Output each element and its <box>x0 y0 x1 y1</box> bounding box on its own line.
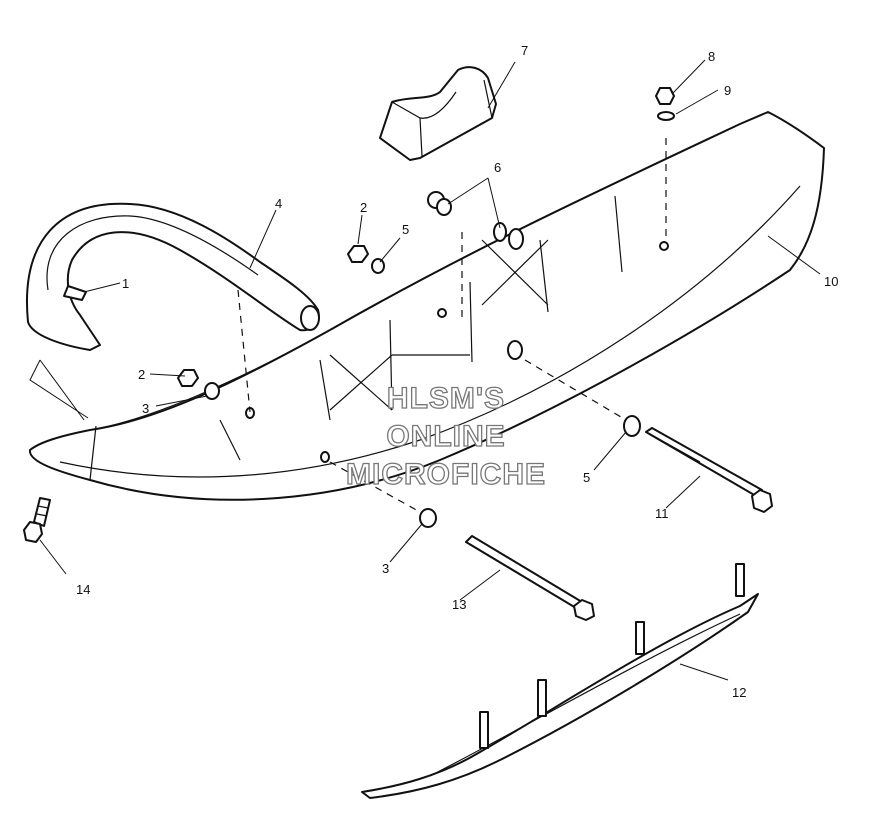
callout-10: 10 <box>824 274 838 289</box>
bushing-left <box>427 191 452 216</box>
axis-line-bolt-11 <box>524 359 627 421</box>
callout-8: 8 <box>708 49 715 64</box>
leader-lines <box>29 59 821 681</box>
watermark-line-3: MICROFICHE <box>346 458 546 491</box>
callout-5-upper: 5 <box>402 222 409 237</box>
callout-1: 1 <box>122 276 129 291</box>
nut-2-upper <box>347 245 369 263</box>
washer-3-upper <box>204 382 220 400</box>
ski-body <box>29 111 825 501</box>
bumper-block <box>379 66 497 161</box>
ski-handle <box>26 202 320 351</box>
watermark: HLSM'S ONLINE MICROFICHE <box>345 381 546 491</box>
bolt-14 <box>23 497 51 543</box>
callout-5-lower: 5 <box>583 470 590 485</box>
nut-2-lower <box>177 369 199 387</box>
callout-3-lower: 3 <box>382 561 389 576</box>
callout-labels: 1 2 5 4 2 3 6 7 8 9 10 5 11 3 13 12 14 <box>76 43 838 700</box>
bushing-right <box>493 222 524 250</box>
watermark-line-1: HLSM'S <box>387 382 505 415</box>
callout-9: 9 <box>724 83 731 98</box>
watermark-line-2: ONLINE <box>386 420 505 453</box>
callout-12: 12 <box>732 685 746 700</box>
callout-3-upper: 3 <box>142 401 149 416</box>
callout-7: 7 <box>521 43 528 58</box>
washer-3-lower <box>419 508 437 528</box>
callout-2-lower: 2 <box>138 367 145 382</box>
callout-6: 6 <box>494 160 501 175</box>
nut-8 <box>655 87 675 105</box>
bolt-13 <box>465 535 595 621</box>
washer-5-lower <box>623 415 641 437</box>
washer-5-upper <box>371 258 385 274</box>
wear-bar <box>361 563 759 799</box>
callout-2-upper: 2 <box>360 200 367 215</box>
callout-4: 4 <box>275 196 282 211</box>
callout-13: 13 <box>452 597 466 612</box>
callout-14: 14 <box>76 582 90 597</box>
axis-line-bolt-13 <box>329 461 421 513</box>
washer-9 <box>657 111 675 121</box>
callout-11: 11 <box>655 506 669 521</box>
bolt-11 <box>645 427 773 513</box>
